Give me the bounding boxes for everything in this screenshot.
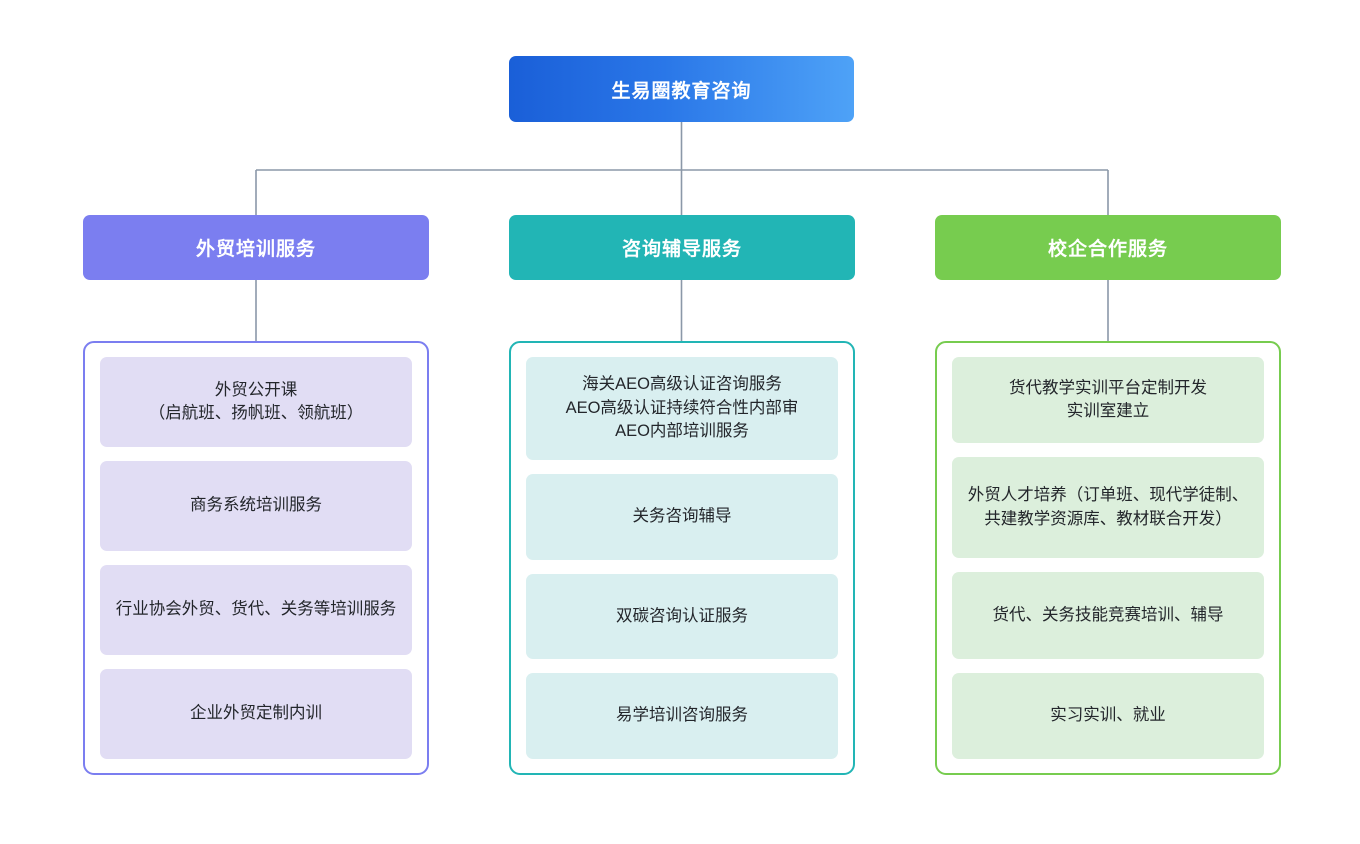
list-item[interactable]: 关务咨询辅导	[526, 474, 838, 560]
branch-header-2-label: 咨询辅导服务	[621, 239, 742, 260]
branch-column-2: 咨询辅导服务 海关AEO高级认证咨询服务 AEO高级认证持续符合性内部审 AEO…	[509, 215, 855, 775]
branch-2-items-container: 海关AEO高级认证咨询服务 AEO高级认证持续符合性内部审 AEO内部培训服务 …	[509, 341, 855, 775]
list-item[interactable]: 商务系统培训服务	[100, 461, 412, 551]
branch-header-3[interactable]: 校企合作服务	[935, 215, 1281, 280]
branch-header-1[interactable]: 外贸培训服务	[83, 215, 429, 280]
list-item[interactable]: 海关AEO高级认证咨询服务 AEO高级认证持续符合性内部审 AEO内部培训服务	[526, 357, 838, 461]
list-item[interactable]: 企业外贸定制内训	[100, 669, 412, 759]
list-item[interactable]: 货代、关务技能竞赛培训、辅导	[952, 572, 1264, 659]
list-item[interactable]: 外贸人才培养（订单班、现代学徒制、共建教学资源库、教材联合开发）	[952, 457, 1264, 559]
list-item[interactable]: 实习实训、就业	[952, 672, 1264, 759]
list-item[interactable]: 外贸公开课 （启航班、扬帆班、领航班）	[100, 357, 412, 447]
root-node[interactable]: 生易圈教育咨询	[509, 56, 854, 122]
branch-3-items-container: 货代教学实训平台定制开发 实训室建立 外贸人才培养（订单班、现代学徒制、共建教学…	[935, 341, 1281, 775]
list-item[interactable]: 双碳咨询认证服务	[526, 573, 838, 660]
branch-header-2[interactable]: 咨询辅导服务	[509, 215, 855, 280]
branch-1-items-container: 外贸公开课 （启航班、扬帆班、领航班） 商务系统培训服务 行业协会外贸、货代、关…	[83, 341, 429, 775]
branch-column-3: 校企合作服务 货代教学实训平台定制开发 实训室建立 外贸人才培养（订单班、现代学…	[935, 215, 1281, 775]
list-item[interactable]: 货代教学实训平台定制开发 实训室建立	[952, 357, 1264, 444]
branch-header-1-label: 外贸培训服务	[195, 239, 316, 260]
root-node-label: 生易圈教育咨询	[611, 80, 752, 102]
branch-column-1: 外贸培训服务 外贸公开课 （启航班、扬帆班、领航班） 商务系统培训服务 行业协会…	[83, 215, 429, 775]
branch-header-3-label: 校企合作服务	[1047, 239, 1168, 260]
list-item[interactable]: 易学培训咨询服务	[526, 673, 838, 759]
list-item[interactable]: 行业协会外贸、货代、关务等培训服务	[100, 565, 412, 655]
